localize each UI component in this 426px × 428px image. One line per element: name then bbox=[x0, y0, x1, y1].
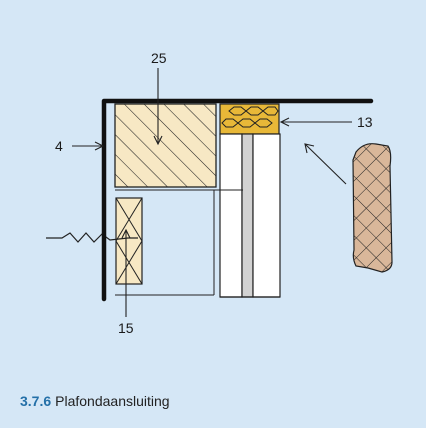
leader-arrows bbox=[72, 68, 352, 317]
insulation-strip bbox=[219, 103, 280, 135]
ceiling-beam bbox=[114, 103, 217, 188]
label-25: 25 bbox=[151, 50, 167, 66]
ceiling-trim-profile bbox=[101, 98, 374, 302]
label-15: 15 bbox=[118, 320, 134, 336]
vertical-batten bbox=[115, 197, 143, 285]
figure-number: 3.7.6 bbox=[20, 393, 52, 409]
figure-title: Plafondaansluiting bbox=[55, 393, 170, 409]
wall-panels bbox=[219, 133, 281, 298]
label-4: 4 bbox=[55, 138, 63, 154]
detail-section-piece bbox=[352, 143, 393, 273]
label-13: 13 bbox=[357, 114, 373, 130]
fastener-line bbox=[46, 232, 138, 243]
reference-lines bbox=[115, 189, 243, 296]
